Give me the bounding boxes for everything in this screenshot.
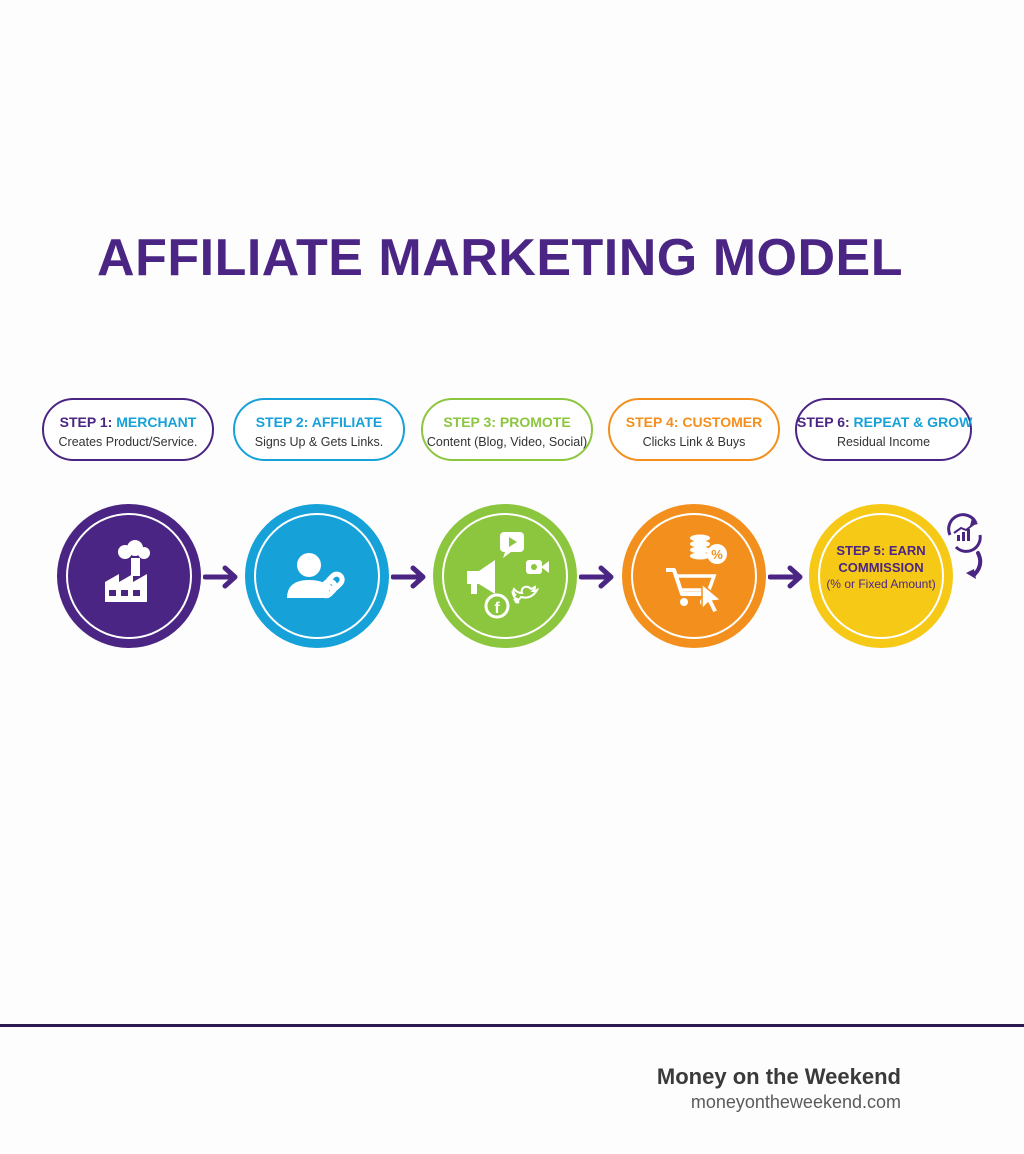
brand-name: Money on the Weekend (656, 1064, 901, 1089)
merchant-circle (57, 504, 201, 648)
step-1-prefix: STEP 1: (59, 414, 113, 430)
step-3-pill: STEP 3: PROMOTE Content (Blog, Video, So… (421, 398, 593, 461)
footer-divider (0, 1024, 1024, 1027)
user-link-icon (287, 553, 345, 599)
arrow-1-icon (203, 565, 238, 589)
customer-circle: % (622, 504, 766, 648)
step-3-prefix: STEP 3: (443, 414, 496, 430)
step-2-description: Signs Up & Gets Links. (254, 435, 384, 449)
factory-icon (105, 540, 150, 602)
earn-commission-label: STEP 5: EARN COMMISSION (% or Fixed Amou… (809, 542, 953, 593)
step-6-prefix: STEP 6: (797, 414, 850, 430)
arrow-2-icon (391, 565, 426, 589)
earn-line-1: STEP 5: EARN (836, 543, 926, 558)
step-2-pill: STEP 2: AFFILIATE Signs Up & Gets Links. (233, 398, 405, 461)
promote-circle: f (433, 504, 577, 648)
svg-text:%: % (711, 547, 723, 562)
step-4-heading: STEP 4: CUSTOMER (610, 414, 778, 430)
svg-text:f: f (494, 600, 500, 617)
affiliate-circle (245, 504, 389, 648)
arrow-4-icon (768, 565, 803, 589)
step-2-name: AFFILIATE (311, 414, 383, 430)
step-1-heading: STEP 1: MERCHANT (44, 414, 212, 430)
growth-cycle-icon (947, 513, 983, 579)
step-6-pill: STEP 6: REPEAT & GROW Residual Income (795, 398, 972, 461)
step-1-pill: STEP 1: MERCHANT Creates Product/Service… (42, 398, 214, 461)
step-3-name: PROMOTE (499, 414, 571, 430)
social-media-icon: f (467, 532, 549, 619)
step-4-description: Clicks Link & Buys (642, 435, 746, 449)
step-2-heading: STEP 2: AFFILIATE (235, 414, 403, 430)
step-1-name: MERCHANT (116, 414, 197, 430)
step-1-description: Creates Product/Service. (58, 435, 198, 449)
brand-url[interactable]: moneyontheweekend.com (690, 1092, 901, 1112)
step-4-pill: STEP 4: CUSTOMER Clicks Link & Buys (608, 398, 780, 461)
earn-line-3: (% or Fixed Amount) (826, 577, 936, 591)
cart-coins-icon: % (666, 534, 727, 614)
diagram-title: AFFILIATE MARKETING MODEL (97, 229, 903, 287)
step-3-heading: STEP 3: PROMOTE (423, 414, 591, 430)
brand-block: Money on the Weekend moneyontheweekend.c… (657, 1064, 901, 1113)
step-6-description: Residual Income (836, 435, 931, 449)
earn-commission-circle: STEP 5: EARN COMMISSION (% or Fixed Amou… (809, 504, 953, 648)
step-4-name: CUSTOMER (682, 414, 763, 430)
step-6-name: REPEAT & GROW (853, 414, 973, 430)
step-4-prefix: STEP 4: (625, 414, 679, 430)
arrow-3-icon (579, 565, 614, 589)
step-3-description: Content (Blog, Video, Social) (426, 435, 588, 449)
step-6-heading: STEP 6: REPEAT & GROW (797, 414, 973, 430)
earn-line-2: COMMISSION (838, 560, 924, 575)
step-2-prefix: STEP 2: (255, 414, 309, 430)
